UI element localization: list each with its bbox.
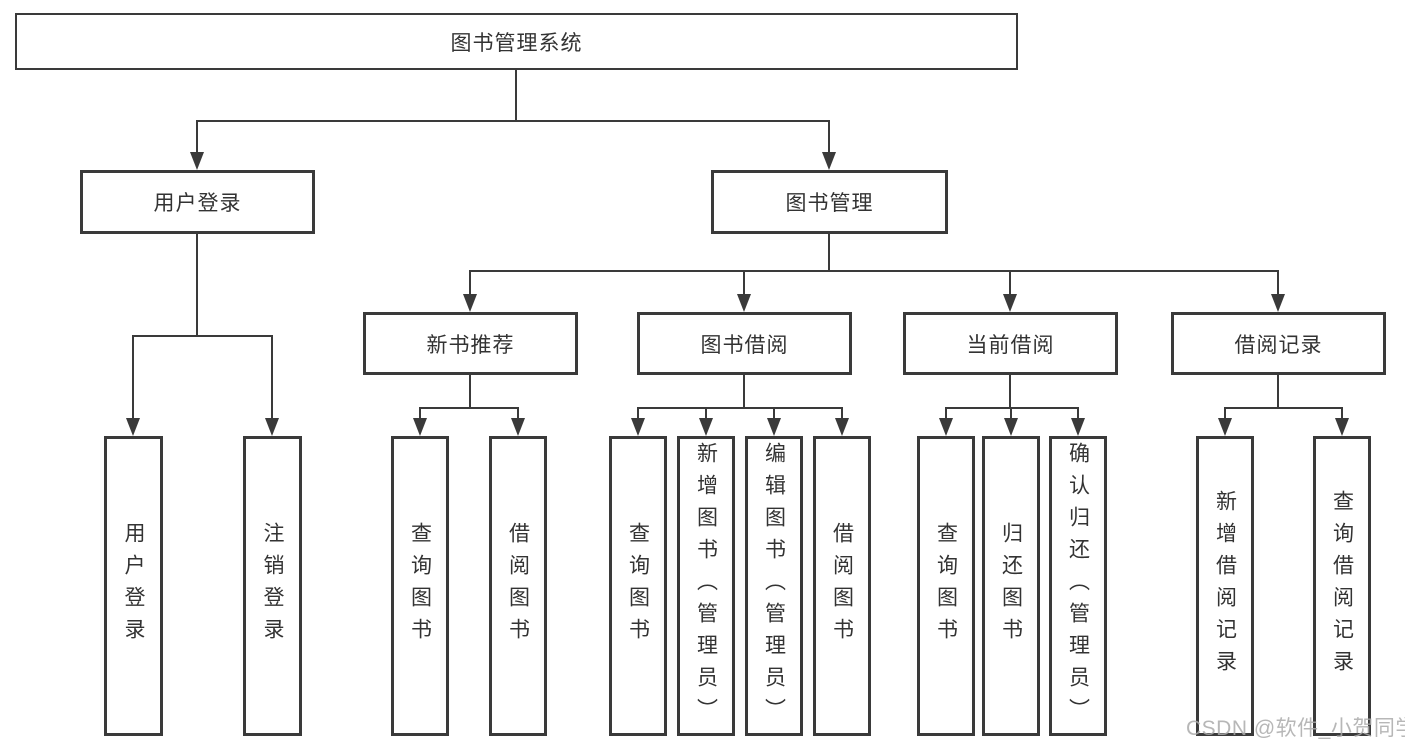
edge-to-user-login (196, 120, 198, 158)
edge-leaf-line (841, 407, 843, 423)
leaf-label: 借阅图书 (830, 522, 854, 650)
arrowhead-down-icon (737, 294, 751, 312)
edge-book-borrow-stub (743, 375, 745, 409)
leaf-user-login: 用户登录 (104, 436, 163, 736)
leaf-label: 确认归还（管理员） (1066, 442, 1090, 730)
edge-leaf-line (705, 407, 707, 423)
arrowhead-down-icon (1271, 294, 1285, 312)
edge-to-current-borrow (1009, 270, 1011, 298)
edge-book-borrow-branch (637, 407, 843, 409)
edge-to-borrow-records (1277, 270, 1279, 298)
edge-new-book-stub (469, 375, 471, 409)
leaf-label: 借阅图书 (506, 522, 530, 650)
node-label: 用户登录 (153, 192, 242, 215)
leaf-label: 用户登录 (122, 522, 146, 650)
edge-to-book-borrow (743, 270, 745, 298)
edge-leaf-line (419, 407, 421, 423)
node-book-management: 图书管理 (711, 170, 948, 234)
leaf-logout: 注销登录 (243, 436, 302, 736)
leaf-label: 注销登录 (261, 522, 285, 650)
leaf-label: 查询借阅记录 (1330, 490, 1354, 682)
leaf-confirm-return-admin: 确认归还（管理员） (1049, 436, 1107, 736)
leaf-query-books-3: 查询图书 (917, 436, 975, 736)
edge-user-login-branch (132, 335, 273, 337)
edge-leaf-line (1224, 407, 1226, 423)
edge-leaf-line (1010, 407, 1012, 423)
edge-current-borrow-stub (1009, 375, 1011, 409)
leaf-query-borrow-record: 查询借阅记录 (1313, 436, 1371, 736)
edge-leaf-line (637, 407, 639, 423)
edge-new-book-branch (419, 407, 519, 409)
arrowhead-down-icon (699, 418, 713, 436)
edge-current-borrow-branch (945, 407, 1079, 409)
arrowhead-down-icon (463, 294, 477, 312)
arrowhead-down-icon (822, 152, 836, 170)
leaf-label: 新增图书（管理员） (694, 442, 718, 730)
edge-leaf-line (773, 407, 775, 423)
arrowhead-down-icon (1335, 418, 1349, 436)
edge-leaf-line (1077, 407, 1079, 423)
leaf-add-books-admin: 新增图书（管理员） (677, 436, 735, 736)
leaf-label: 查询图书 (408, 522, 432, 650)
edge-borrow-records-stub (1277, 375, 1279, 409)
edge-borrow-records-branch (1224, 407, 1343, 409)
node-library-system: 图书管理系统 (15, 13, 1018, 70)
edge-leaf-line (517, 407, 519, 423)
edge-leaf-line (945, 407, 947, 423)
node-new-book-recommend: 新书推荐 (363, 312, 578, 375)
leaf-label: 编辑图书（管理员） (762, 442, 786, 730)
leaf-edit-books-admin: 编辑图书（管理员） (745, 436, 803, 736)
node-label: 图书管理系统 (450, 31, 583, 55)
csdn-watermark: CSDN @软件_小贺同学 (1186, 717, 1405, 740)
arrowhead-down-icon (1071, 418, 1085, 436)
edge-to-book-management (828, 120, 830, 158)
arrowhead-down-icon (631, 418, 645, 436)
arrowhead-down-icon (835, 418, 849, 436)
leaf-return-books: 归还图书 (982, 436, 1040, 736)
arrowhead-down-icon (1218, 418, 1232, 436)
node-label: 当前借阅 (966, 333, 1055, 357)
node-user-login: 用户登录 (80, 170, 315, 234)
arrowhead-down-icon (767, 418, 781, 436)
node-borrow-records: 借阅记录 (1171, 312, 1386, 375)
arrowhead-down-icon (126, 418, 140, 436)
node-label: 新书推荐 (426, 333, 515, 357)
edge-to-leaf-logout (271, 335, 273, 423)
edge-to-leaf-user-login (132, 335, 134, 423)
arrowhead-down-icon (190, 152, 204, 170)
leaf-query-books-1: 查询图书 (391, 436, 449, 736)
node-current-borrow: 当前借阅 (903, 312, 1118, 375)
edge-book-mgmt-branch (469, 270, 1279, 272)
arrowhead-down-icon (413, 418, 427, 436)
edge-book-mgmt-stub (828, 234, 830, 272)
leaf-label: 查询图书 (626, 522, 650, 650)
leaf-label: 归还图书 (999, 522, 1023, 650)
leaf-borrow-books-2: 借阅图书 (813, 436, 871, 736)
leaf-borrow-books-1: 借阅图书 (489, 436, 547, 736)
edge-to-new-book (469, 270, 471, 298)
leaf-add-borrow-record: 新增借阅记录 (1196, 436, 1254, 736)
leaf-label: 查询图书 (934, 522, 958, 650)
node-label: 图书管理 (785, 192, 874, 215)
arrowhead-down-icon (1003, 294, 1017, 312)
arrowhead-down-icon (939, 418, 953, 436)
leaf-query-books-2: 查询图书 (609, 436, 667, 736)
node-book-borrow: 图书借阅 (637, 312, 852, 375)
arrowhead-down-icon (511, 418, 525, 436)
arrowhead-down-icon (1004, 418, 1018, 436)
node-label: 图书借阅 (700, 333, 789, 357)
edge-root-branch (196, 120, 830, 122)
edge-leaf-line (1341, 407, 1343, 423)
node-label: 借阅记录 (1234, 333, 1323, 357)
leaf-label: 新增借阅记录 (1213, 490, 1237, 682)
arrowhead-down-icon (265, 418, 279, 436)
edge-root-stub (515, 70, 517, 121)
edge-user-login-stub (196, 234, 198, 337)
